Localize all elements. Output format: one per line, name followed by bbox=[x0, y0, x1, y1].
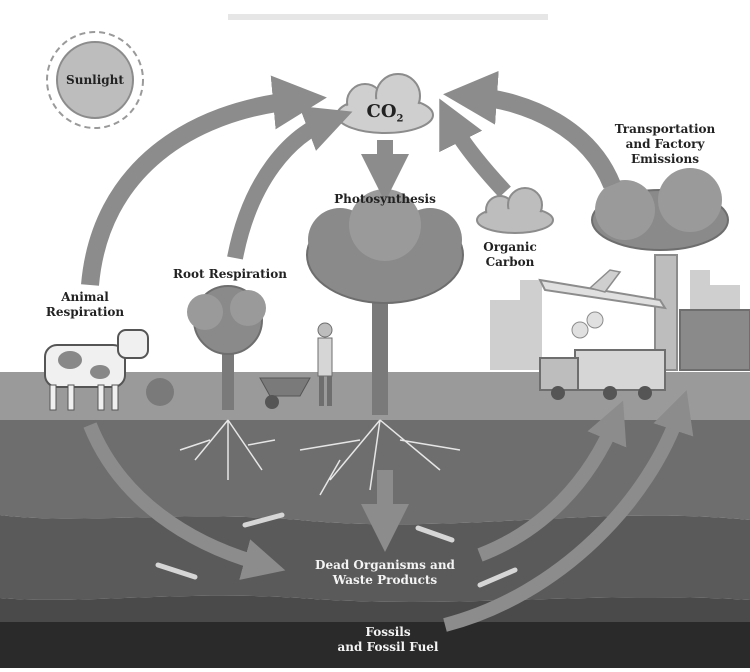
fossils-label-line2: and Fossil Fuel bbox=[318, 640, 458, 655]
transportation-label-line2: and Factory bbox=[595, 137, 735, 152]
transportation-label-line3: Emissions bbox=[595, 152, 735, 167]
animal-respiration-arrow bbox=[90, 100, 300, 285]
organic-carbon-label: Organic Carbon bbox=[470, 240, 550, 270]
organic-carbon-cloud-icon bbox=[477, 188, 553, 233]
co2-label: CO2 bbox=[358, 102, 412, 130]
organic-carbon-label-line2: Carbon bbox=[470, 255, 550, 270]
ground-layers bbox=[0, 372, 750, 668]
animal-respiration-label-line1: Animal bbox=[30, 290, 140, 305]
dead-organisms-label: Dead Organisms and Waste Products bbox=[295, 558, 475, 588]
photosynthesis-label: Photosynthesis bbox=[320, 192, 450, 207]
dead-organisms-label-line1: Dead Organisms and bbox=[295, 558, 475, 573]
faded-title-bar bbox=[228, 14, 548, 20]
airplane-icon bbox=[540, 270, 665, 308]
farmer-icon bbox=[260, 323, 332, 409]
animal-respiration-label-line2: Respiration bbox=[30, 305, 140, 320]
transportation-label-line1: Transportation bbox=[595, 122, 735, 137]
fossils-label: Fossils and Fossil Fuel bbox=[318, 625, 458, 655]
dead-organisms-label-line2: Waste Products bbox=[295, 573, 475, 588]
co2-label-subscript: 2 bbox=[397, 114, 404, 125]
transportation-emissions-label: Transportation and Factory Emissions bbox=[595, 122, 735, 167]
co2-label-main: CO bbox=[367, 101, 397, 122]
truck-icon bbox=[540, 312, 665, 400]
organic-carbon-arrow bbox=[450, 120, 505, 192]
organic-carbon-label-line1: Organic bbox=[470, 240, 550, 255]
factory-emission-icon bbox=[592, 168, 750, 370]
animal-respiration-label: Animal Respiration bbox=[30, 290, 140, 320]
sunlight-label: Sunlight bbox=[60, 73, 130, 88]
root-respiration-label: Root Respiration bbox=[160, 267, 300, 282]
fossils-label-line1: Fossils bbox=[318, 625, 458, 640]
